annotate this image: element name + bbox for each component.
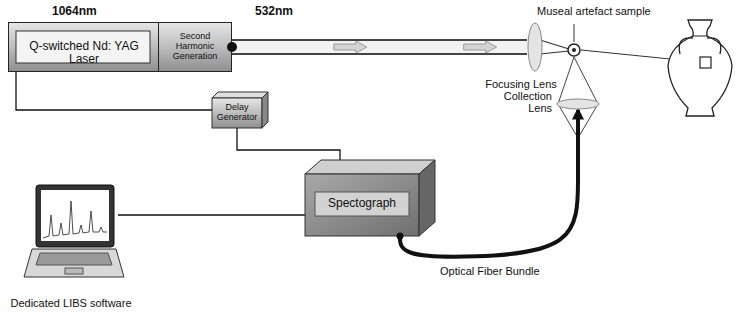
box-front	[212, 98, 262, 128]
beam-arrow	[334, 41, 367, 53]
connector-group	[16, 72, 212, 110]
laptop-keyboard	[36, 253, 112, 265]
data-cable	[118, 214, 305, 215]
node-shape	[24, 185, 118, 285]
vase-handle	[707, 38, 721, 54]
connector-group	[400, 110, 578, 257]
spectrum-plot	[43, 201, 107, 238]
beam-arrow	[464, 41, 497, 53]
connector-group	[118, 215, 305, 216]
box-top	[212, 92, 268, 98]
wavelength-label: 1064nm	[52, 5, 97, 19]
delay-generator: Delay Generator	[212, 92, 268, 128]
sample-circle	[568, 44, 580, 56]
fiber-port	[397, 233, 404, 240]
shg-housing	[159, 23, 232, 72]
node-label: Spectograph	[305, 197, 419, 210]
connector-group	[237, 128, 340, 160]
plasma-spot	[572, 48, 576, 52]
vase-neck	[692, 36, 708, 37]
node-label: Museal artefact sample	[537, 5, 667, 17]
node-label: Dedicated LIBS software	[4, 297, 138, 309]
laser-housing	[9, 23, 232, 72]
node-shape	[556, 98, 600, 110]
lens-shape	[528, 23, 542, 71]
edge-label: Optical Fiber Bundle	[440, 265, 540, 278]
collection-ray	[558, 57, 574, 104]
optical-fiber	[400, 110, 578, 257]
focus-ray	[540, 40, 569, 49]
box-side	[262, 92, 268, 128]
box-side	[419, 160, 435, 236]
beam-core	[232, 41, 527, 53]
box-front	[305, 174, 419, 236]
connector-group	[232, 41, 527, 53]
edge-label: 532nm	[255, 5, 293, 19]
sample-spot	[700, 57, 711, 68]
lens-shape	[557, 99, 599, 109]
node-shape	[527, 22, 543, 72]
laptop-screen	[41, 190, 109, 241]
vase-outline	[668, 20, 732, 116]
laser-box: Q-switched Nd: YAG LaserSecond Harmonic …	[8, 22, 232, 72]
vase-handle	[679, 38, 693, 54]
focus-ray	[540, 51, 569, 54]
output-port	[227, 42, 237, 52]
laptop-touchpad	[65, 268, 83, 274]
node-label: Q-switched Nd: YAG Laser	[14, 40, 154, 67]
trigger-wire	[16, 72, 212, 110]
shg-module: Second Harmonic Generation	[158, 22, 232, 72]
laptop: Dedicated LIBS software	[24, 185, 118, 285]
node-shape	[567, 43, 581, 57]
node-label: Delay Generator	[212, 102, 262, 122]
node-label: Second Harmonic Generation	[160, 31, 230, 61]
trigger-wire	[237, 128, 340, 160]
collection-ray	[574, 57, 598, 104]
sample-point: Museal artefact sample	[567, 43, 581, 57]
collection-lens: Collection Lens	[556, 98, 600, 110]
node-label: Collection Lens	[494, 90, 552, 115]
node-label: Focusing Lens	[481, 78, 561, 90]
spectrograph: Spectograph	[305, 160, 435, 236]
laptop-bezel	[36, 185, 114, 247]
focusing-lens: Focusing Lens	[527, 22, 543, 72]
box-top	[305, 160, 435, 174]
leader-line	[574, 24, 575, 42]
laptop-base	[24, 249, 124, 277]
laser-beam	[232, 39, 527, 55]
